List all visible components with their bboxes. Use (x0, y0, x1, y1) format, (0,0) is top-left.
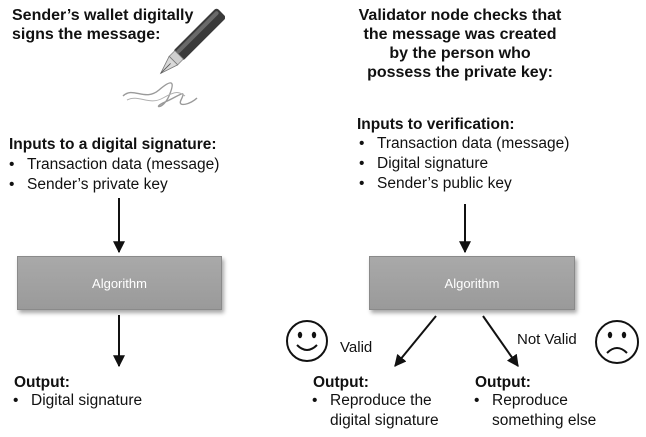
smiley-face-icon (286, 320, 328, 362)
left-title: Sender’s wallet digitally signs the mess… (12, 6, 193, 44)
pen-signature-icon (122, 8, 225, 108)
right-algorithm-box: Algorithm (369, 256, 575, 310)
right-title-line-2: the message was created (363, 26, 557, 43)
invalid-outputs-list: Reproduce something else (472, 391, 596, 431)
right-title-line-3: by the person who (389, 45, 531, 62)
list-item-continuation: digital signature (330, 412, 439, 429)
list-item: Sender’s private key (7, 175, 219, 195)
left-title-line-2: signs the message: (12, 26, 161, 43)
left-algorithm-label: Algorithm (92, 275, 147, 291)
left-output-heading: Output: (14, 374, 70, 391)
left-title-line-1: Sender’s wallet digitally (12, 7, 194, 24)
valid-output-heading: Output: (313, 374, 369, 391)
list-item-continuation: something else (492, 412, 597, 429)
left-inputs-list: Transaction data (message) Sender’s priv… (7, 155, 219, 195)
left-outputs-list: Digital signature (11, 391, 142, 411)
right-title-line-4: possess the private key: (367, 64, 553, 81)
list-item: Transaction data (message) (357, 134, 569, 154)
arrow-not-valid-branch (482, 315, 519, 367)
arrow-valid-branch (394, 315, 437, 367)
sad-face-icon (595, 320, 639, 364)
right-inputs-list: Transaction data (message) Digital signa… (357, 134, 569, 194)
list-item: digital signature (310, 411, 439, 431)
list-item: Transaction data (message) (7, 155, 219, 175)
right-title-line-1: Validator node checks that (358, 7, 562, 24)
right-inputs-heading: Inputs to verification: (357, 116, 515, 133)
left-algorithm-box: Algorithm (17, 256, 222, 310)
right-title: Validator node checks that the message w… (345, 6, 575, 82)
invalid-output-heading: Output: (475, 374, 531, 391)
not-valid-label: Not Valid (517, 331, 577, 348)
valid-outputs-list: Reproduce the digital signature (310, 391, 439, 431)
left-inputs-heading: Inputs to a digital signature: (9, 136, 217, 153)
list-item: Sender’s public key (357, 174, 569, 194)
right-algorithm-label: Algorithm (444, 275, 500, 291)
list-item: Reproduce (472, 391, 596, 411)
list-item: something else (472, 411, 596, 431)
list-item: Reproduce the (310, 391, 439, 411)
list-item: Digital signature (357, 154, 569, 174)
valid-label: Valid (340, 339, 373, 356)
list-item: Digital signature (11, 391, 142, 411)
